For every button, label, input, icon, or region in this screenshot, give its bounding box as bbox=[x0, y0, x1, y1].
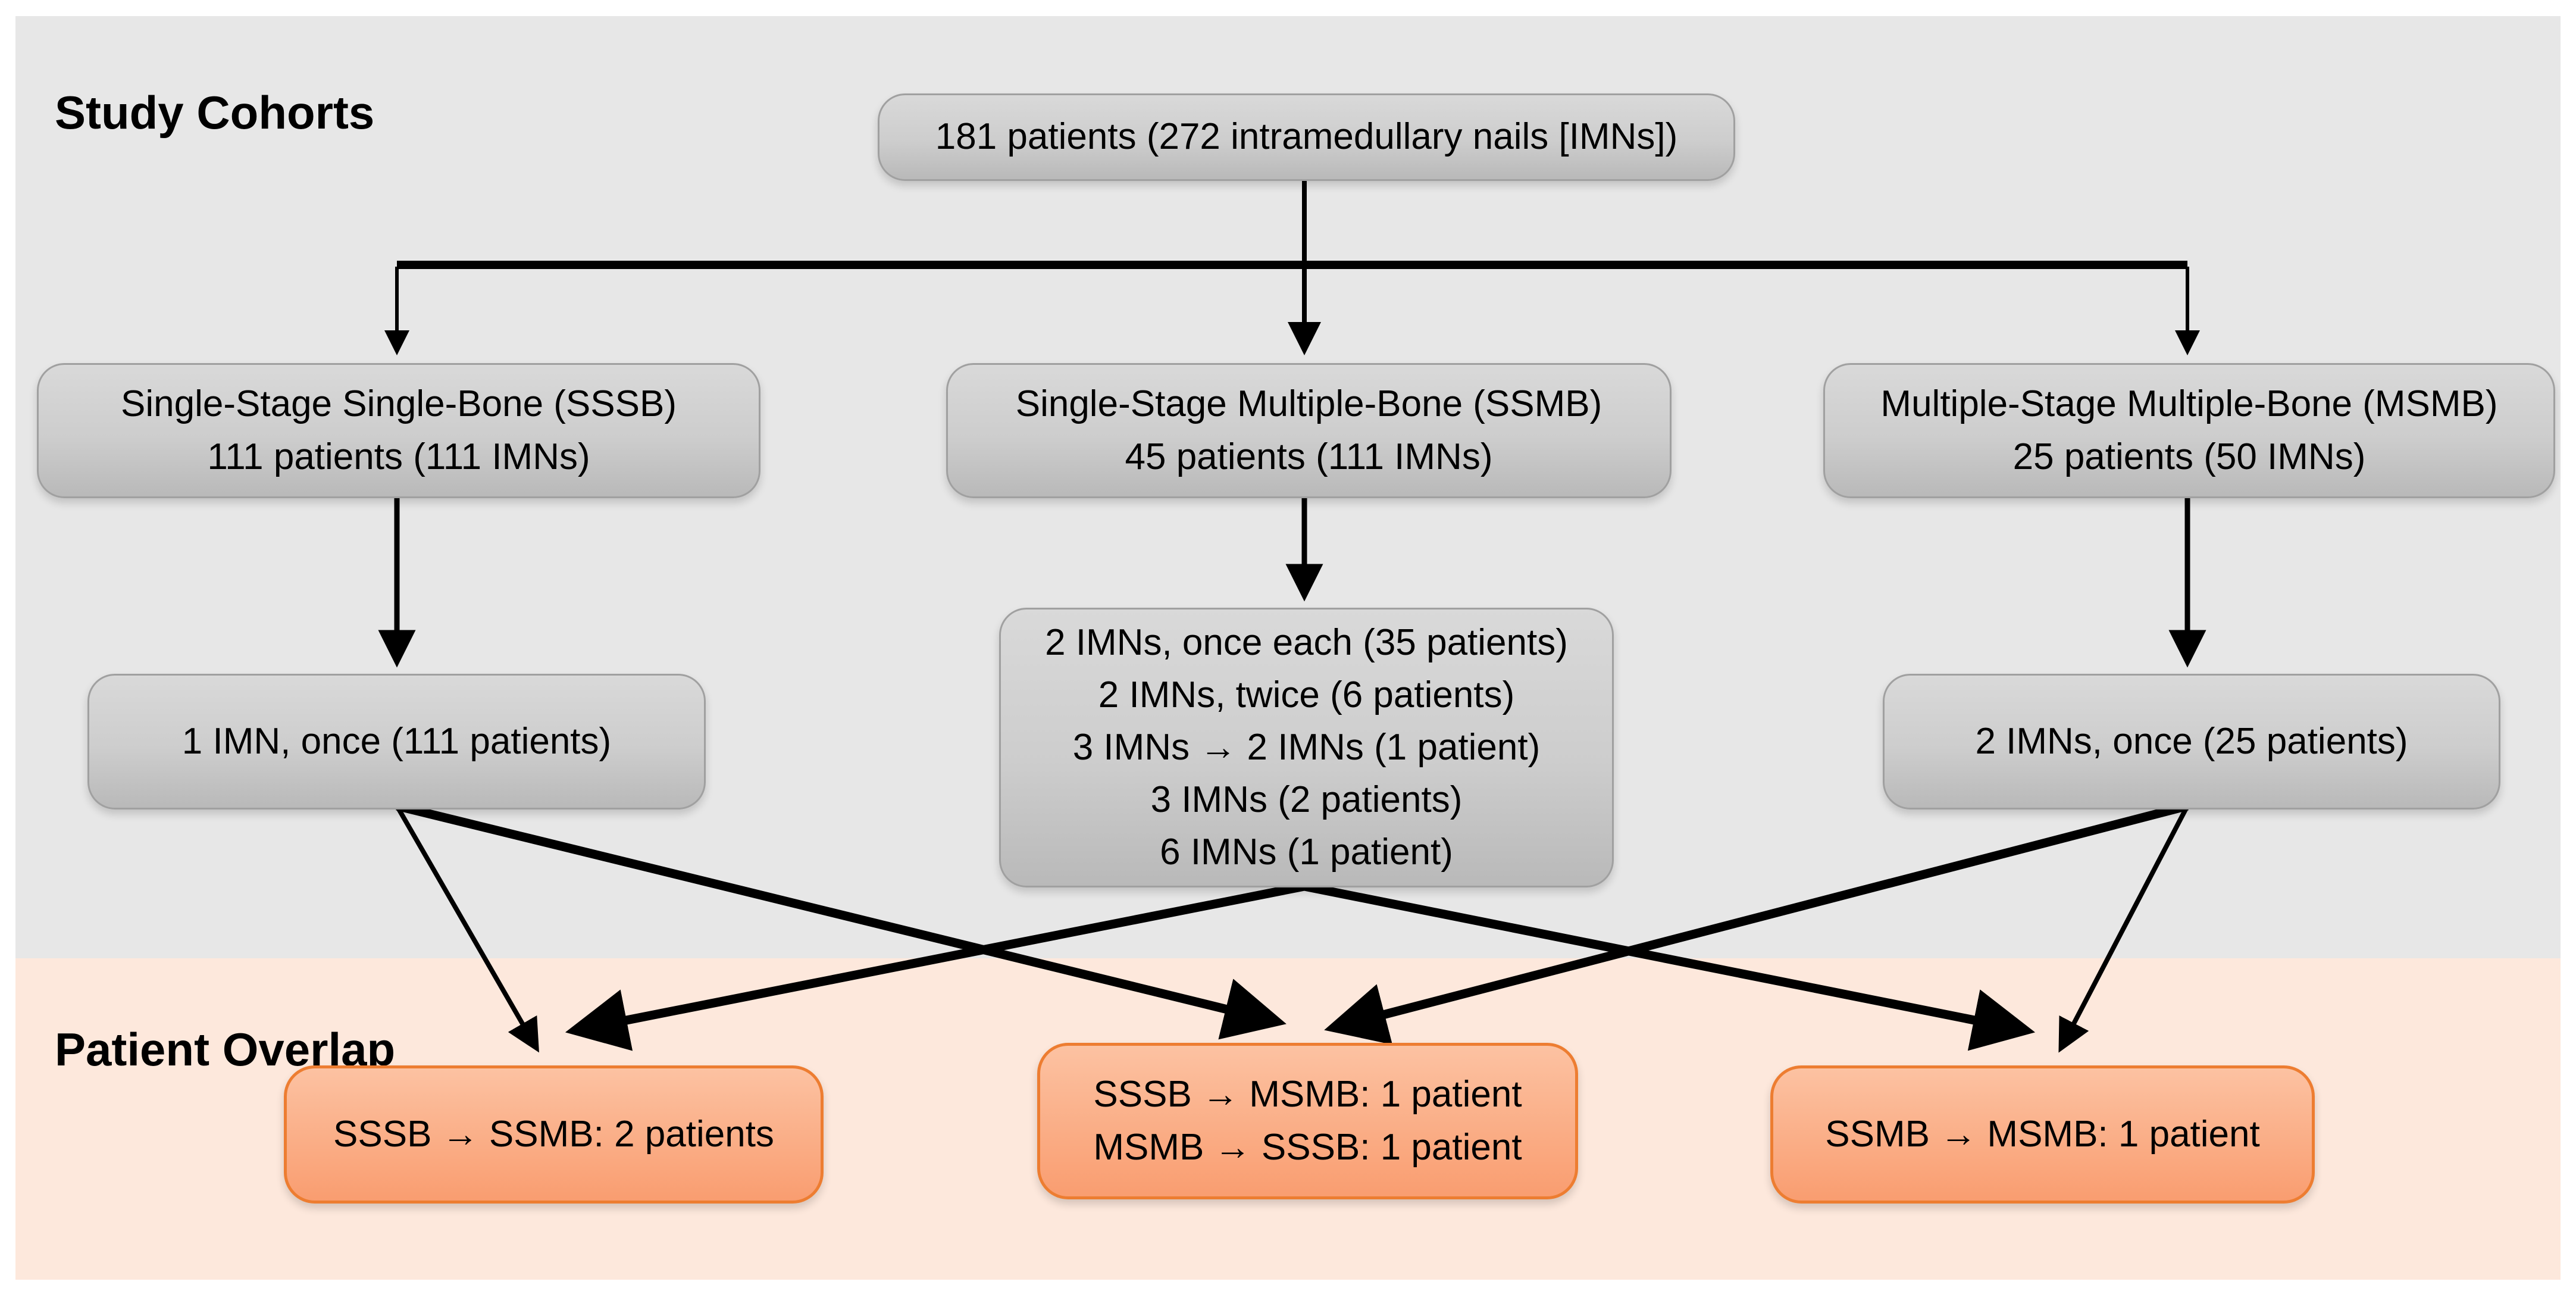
detail-line: 3 IMNs → 2 IMNs (1 patient) bbox=[1072, 726, 1541, 768]
cohort-box-msmb: Multiple-Stage Multiple-Bone (MSMB) 25 p… bbox=[1823, 363, 2555, 498]
cohort-box-ssmb: Single-Stage Multiple-Bone (SSMB) 45 pat… bbox=[946, 363, 1672, 498]
overlap-box-sssb-msmb: SSSB → MSMB: 1 patient MSMB → SSSB: 1 pa… bbox=[1037, 1043, 1578, 1199]
root-cohort-box: 181 patients (272 intramedullary nails [… bbox=[878, 93, 1735, 181]
detail-line: 2 IMNs, once each (35 patients) bbox=[1045, 621, 1568, 663]
cohort-name: Single-Stage Multiple-Bone (SSMB) bbox=[1015, 383, 1602, 425]
cohort-count: 45 patients (111 IMNs) bbox=[1125, 436, 1493, 477]
overlap-box-sssb-ssmb: SSSB → SSMB: 2 patients bbox=[284, 1065, 824, 1204]
section-title-patient-overlap: Patient Overlap bbox=[55, 1023, 396, 1076]
cohort-name: Single-Stage Single-Bone (SSSB) bbox=[121, 383, 677, 425]
cohort-name: Multiple-Stage Multiple-Bone (MSMB) bbox=[1880, 383, 2498, 425]
detail-box-ssmb: 2 IMNs, once each (35 patients) 2 IMNs, … bbox=[999, 608, 1614, 887]
root-cohort-label: 181 patients (272 intramedullary nails [… bbox=[935, 116, 1678, 158]
detail-line: 6 IMNs (1 patient) bbox=[1160, 832, 1453, 873]
cohort-box-sssb: Single-Stage Single-Bone (SSSB) 111 pati… bbox=[37, 363, 760, 498]
detail-box-sssb: 1 IMN, once (111 patients) bbox=[87, 674, 706, 809]
cohort-count: 25 patients (50 IMNs) bbox=[2012, 436, 2366, 477]
overlap-line: MSMB → SSSB: 1 patient bbox=[1093, 1126, 1522, 1168]
detail-line: 3 IMNs (2 patients) bbox=[1150, 779, 1463, 821]
overlap-box-ssmb-msmb: SSMB → MSMB: 1 patient bbox=[1770, 1065, 2315, 1204]
detail-line: 1 IMN, once (111 patients) bbox=[181, 720, 612, 762]
detail-line: 2 IMNs, once (25 patients) bbox=[1975, 720, 2408, 762]
detail-line: 2 IMNs, twice (6 patients) bbox=[1098, 674, 1515, 715]
overlap-line: SSMB → MSMB: 1 patient bbox=[1825, 1113, 2260, 1155]
cohort-count: 111 patients (111 IMNs) bbox=[207, 436, 590, 477]
detail-box-msmb: 2 IMNs, once (25 patients) bbox=[1883, 674, 2500, 809]
overlap-line: SSSB → MSMB: 1 patient bbox=[1093, 1074, 1522, 1115]
section-title-study-cohorts: Study Cohorts bbox=[55, 86, 375, 139]
overlap-line: SSSB → SSMB: 2 patients bbox=[333, 1113, 774, 1155]
